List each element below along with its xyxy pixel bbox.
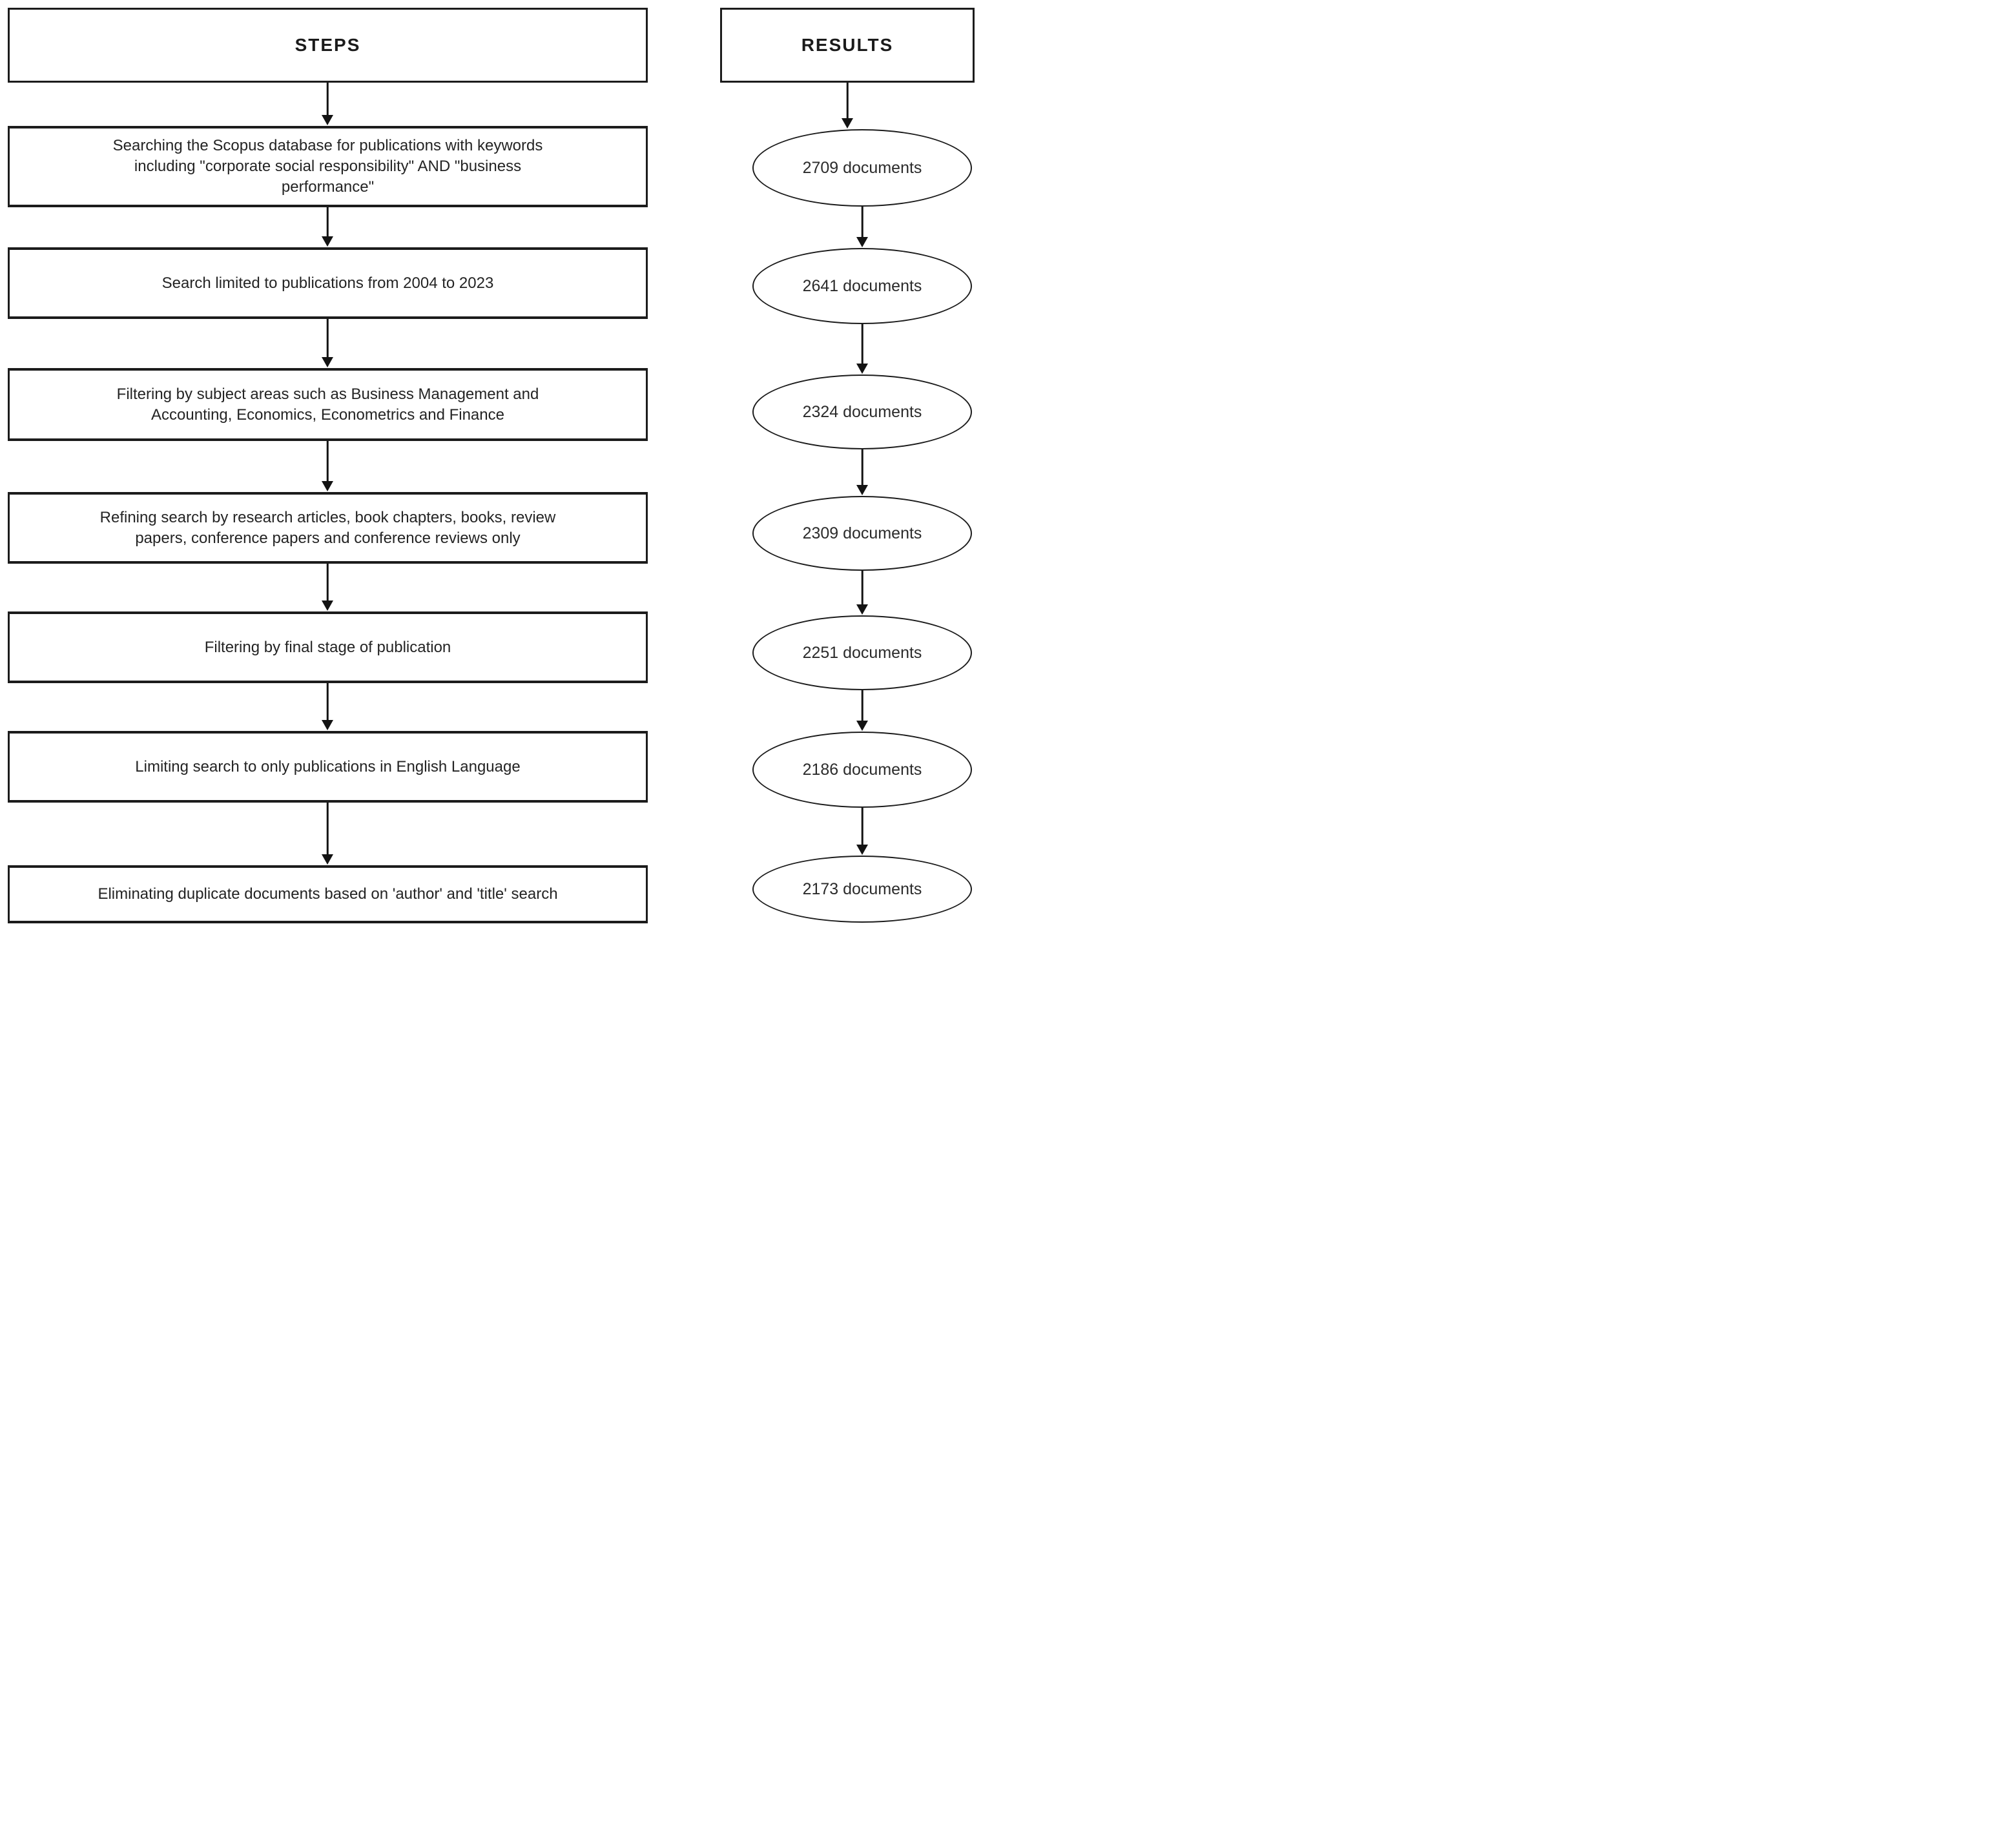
steps-arrow-down-4 bbox=[321, 441, 334, 491]
arrow-head-icon bbox=[856, 485, 868, 495]
arrow-shaft bbox=[326, 319, 329, 359]
arrow-shaft bbox=[326, 207, 329, 238]
arrow-head-icon bbox=[842, 118, 853, 128]
arrow-shaft bbox=[861, 449, 863, 487]
results-arrow-down-6 bbox=[856, 690, 869, 731]
result-ellipse-5: 2251 documents bbox=[752, 615, 972, 690]
step-box-5: Filtering by final stage of publication bbox=[8, 611, 648, 683]
results-arrow-down-4 bbox=[856, 449, 869, 495]
steps-arrow-down-1 bbox=[321, 83, 334, 125]
result-ellipse-3: 2324 documents bbox=[752, 375, 972, 449]
arrow-head-icon bbox=[322, 357, 333, 367]
result-ellipse-1: 2709 documents bbox=[752, 129, 972, 207]
steps-arrow-down-7 bbox=[321, 803, 334, 865]
arrow-head-icon bbox=[856, 237, 868, 247]
results-arrow-down-2 bbox=[856, 207, 869, 247]
arrow-head-icon bbox=[856, 721, 868, 731]
results-arrow-down-5 bbox=[856, 571, 869, 615]
arrow-shaft bbox=[326, 83, 329, 117]
steps-arrow-down-5 bbox=[321, 564, 334, 611]
arrow-head-icon bbox=[856, 604, 868, 615]
arrow-shaft bbox=[846, 83, 849, 120]
arrow-shaft bbox=[861, 571, 863, 606]
arrow-shaft bbox=[861, 808, 863, 847]
arrow-head-icon bbox=[856, 845, 868, 855]
arrow-shaft bbox=[326, 441, 329, 483]
step-box-6: Limiting search to only publications in … bbox=[8, 731, 648, 803]
result-ellipse-7: 2173 documents bbox=[752, 856, 972, 923]
literature-search-flowchart: STEPS RESULTS Searching the Scopus datab… bbox=[0, 0, 1008, 924]
arrow-head-icon bbox=[856, 364, 868, 374]
step-box-2: Search limited to publications from 2004… bbox=[8, 247, 648, 319]
arrow-head-icon bbox=[322, 854, 333, 865]
steps-arrow-down-3 bbox=[321, 319, 334, 367]
result-ellipse-6: 2186 documents bbox=[752, 732, 972, 808]
step-box-3: Filtering by subject areas such as Busin… bbox=[8, 368, 648, 441]
result-ellipse-2: 2641 documents bbox=[752, 248, 972, 324]
steps-arrow-down-6 bbox=[321, 683, 334, 730]
step-box-7: Eliminating duplicate documents based on… bbox=[8, 865, 648, 923]
step-box-4: Refining search by research articles, bo… bbox=[8, 492, 648, 564]
arrow-shaft bbox=[861, 207, 863, 239]
arrow-head-icon bbox=[322, 720, 333, 730]
results-arrow-down-7 bbox=[856, 808, 869, 855]
arrow-shaft bbox=[861, 690, 863, 723]
arrow-head-icon bbox=[322, 481, 333, 491]
arrow-shaft bbox=[326, 803, 329, 856]
step-box-1: Searching the Scopus database for public… bbox=[8, 126, 648, 207]
arrow-head-icon bbox=[322, 236, 333, 247]
results-arrow-down-1 bbox=[841, 83, 854, 128]
results-arrow-down-3 bbox=[856, 324, 869, 374]
arrow-shaft bbox=[861, 324, 863, 365]
results-header-box: RESULTS bbox=[720, 8, 975, 83]
arrow-shaft bbox=[326, 564, 329, 602]
arrow-head-icon bbox=[322, 601, 333, 611]
result-ellipse-4: 2309 documents bbox=[752, 496, 972, 571]
arrow-head-icon bbox=[322, 115, 333, 125]
steps-arrow-down-2 bbox=[321, 207, 334, 247]
steps-header-box: STEPS bbox=[8, 8, 648, 83]
arrow-shaft bbox=[326, 683, 329, 722]
